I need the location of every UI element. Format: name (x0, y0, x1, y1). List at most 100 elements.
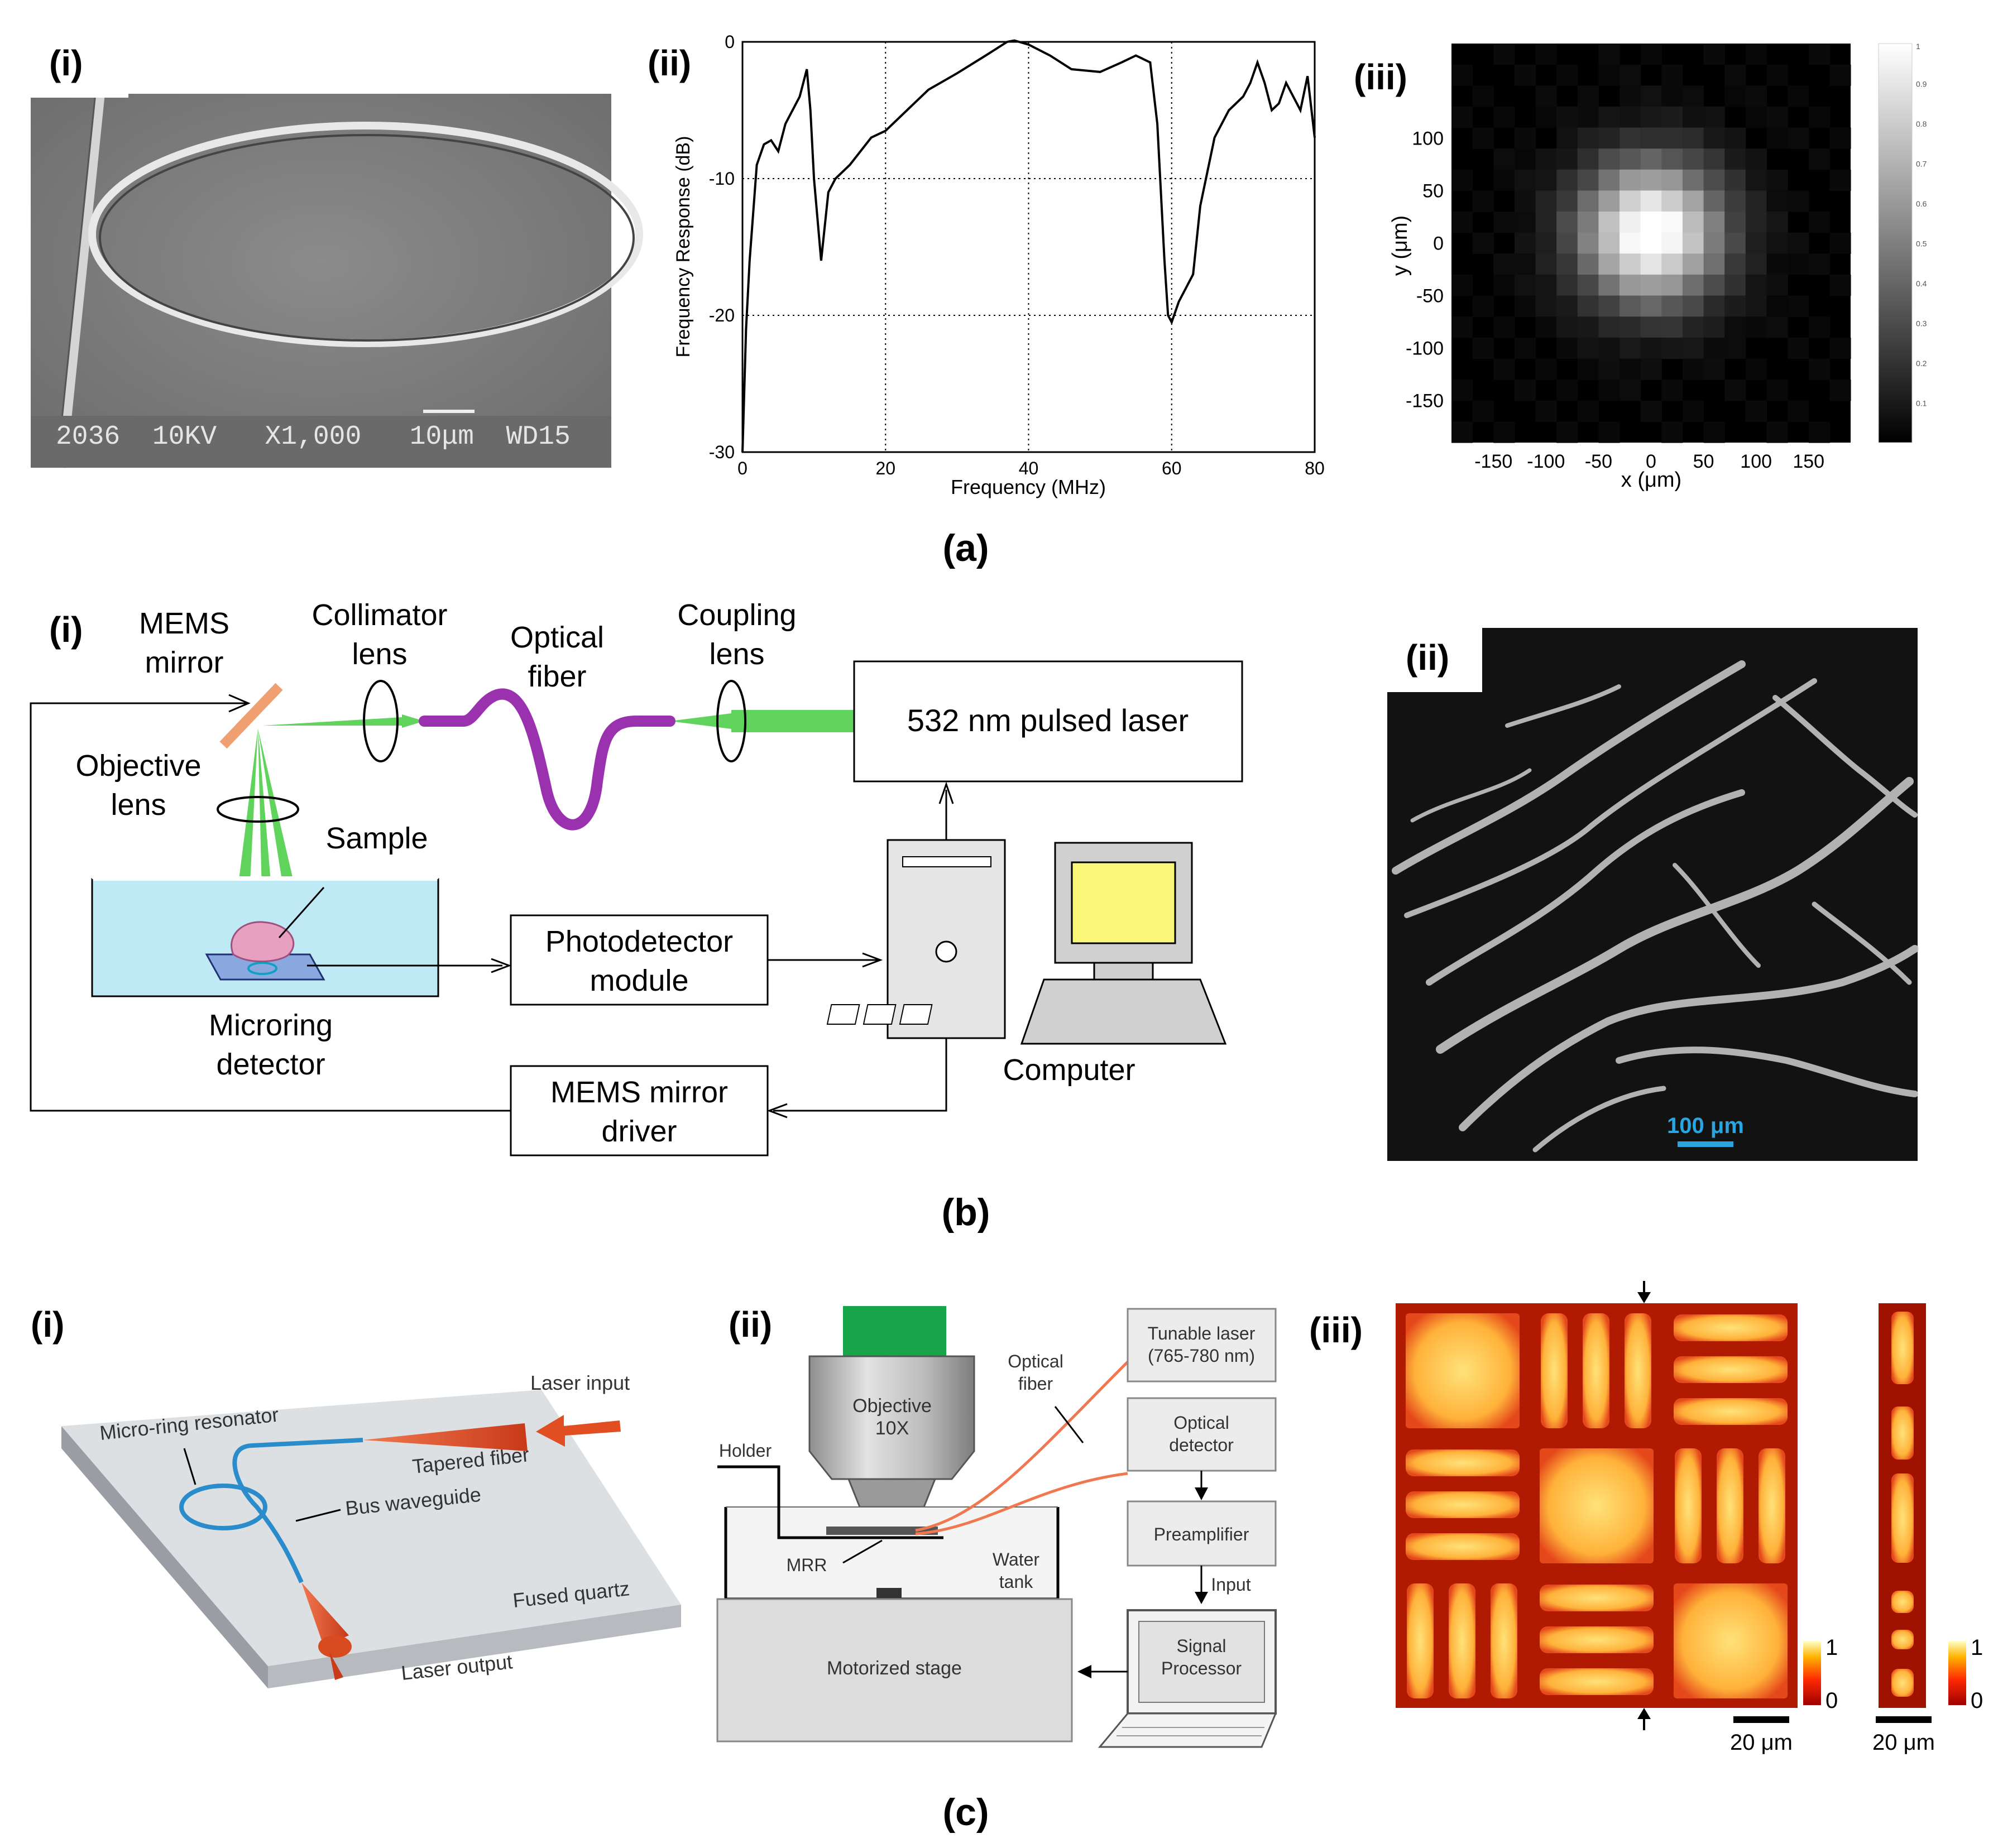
photodetector-box (510, 914, 769, 1006)
heatmap-cell (1682, 85, 1704, 107)
heatmap-cell (1451, 212, 1473, 233)
heatmap-cell (1808, 421, 1830, 443)
heatmap-cell (1703, 232, 1725, 254)
scale-label: 20 μm (1872, 1730, 1935, 1755)
heatmap-cell (1598, 106, 1620, 128)
x-tick-label: 0 (1646, 451, 1656, 472)
label-bg (1387, 628, 1482, 692)
heatmap-cell (1640, 295, 1662, 317)
y-axis-label: Frequency Response (dB) (673, 136, 694, 358)
heatmap-cell (1661, 127, 1683, 149)
heatmap-cell (1724, 148, 1746, 170)
heatmap-cell (1724, 380, 1746, 401)
colorbar-tick-label: 0.8 (1916, 119, 1927, 128)
heatmap-cell (1745, 232, 1767, 254)
heatmap-cell (1577, 127, 1599, 149)
heatmap-cell (1682, 148, 1704, 170)
laptop-display (1138, 1621, 1265, 1703)
heatmap-cell (1556, 190, 1578, 212)
monitor-screen (1071, 861, 1176, 944)
heatmap-cell (1808, 316, 1830, 338)
heatmap-cell (1451, 106, 1473, 128)
scale-bar (1733, 1716, 1789, 1723)
heatmap-cell (1703, 169, 1725, 191)
y-tick-label: -100 (1406, 338, 1444, 359)
heatmap-cell (1577, 232, 1599, 254)
heatmap-cell (1620, 85, 1641, 107)
target-bar (1540, 1585, 1654, 1611)
panel-label: (ii) (1406, 637, 1449, 678)
heatmap-cell (1703, 212, 1725, 233)
signal-label: Signal (1177, 1636, 1226, 1656)
panel-c-iii: (iii) 1 0 20 μm 1 0 20 μm (1309, 1281, 1983, 1755)
heatmap-cell (1640, 400, 1662, 422)
heatmap-cell (1640, 232, 1662, 254)
heatmap-cell (1620, 253, 1641, 275)
heatmap-cell (1472, 232, 1494, 254)
heatmap-cell (1745, 106, 1767, 128)
heatmap-cell (1808, 212, 1830, 233)
green-beam (670, 713, 731, 729)
heatmap-cell (1620, 316, 1641, 338)
sem-info-text: 2036 10KV X1,000 10μm WD15 (56, 422, 571, 452)
heatmap-cell (1451, 380, 1473, 401)
pointer (295, 1509, 341, 1522)
panel-label: (ii) (648, 43, 691, 83)
target-bar (1540, 1626, 1654, 1653)
tunable-label: Tunable laser (1148, 1323, 1256, 1343)
heatmap-cell (1598, 44, 1620, 65)
heatmap-cell (1535, 85, 1557, 107)
heatmap-cell (1598, 421, 1620, 443)
heatmap-cell (1556, 127, 1578, 149)
x-tick-label: 50 (1693, 451, 1714, 472)
heatmap-cell (1535, 212, 1557, 233)
heatmap-cell (1493, 169, 1515, 191)
heatmap-cell (1577, 316, 1599, 338)
key (826, 1004, 860, 1025)
heatmap-cell (1766, 106, 1788, 128)
heatmap-cell (1556, 148, 1578, 170)
mrr-label: MRR (787, 1555, 827, 1575)
sem-microring (88, 122, 643, 347)
heatmap-cell (1829, 337, 1851, 359)
target-bar (1674, 1356, 1788, 1383)
arrow (1077, 1665, 1091, 1678)
heatmap-cell (1766, 421, 1788, 443)
colorbar-tick-label: 0.2 (1916, 359, 1927, 368)
heatmap-cell (1745, 253, 1767, 275)
colorbar-tick-label: 1 (1916, 42, 1920, 51)
heatmap-cell (1577, 358, 1599, 380)
target-bar (1625, 1313, 1651, 1428)
sample-pointer (278, 887, 325, 938)
laser-box (853, 660, 1243, 783)
coupling-label: Coupling (677, 598, 796, 632)
heatmap-cell (1577, 337, 1599, 359)
y-tick-label: 0 (725, 32, 735, 52)
heatmap-cell (1620, 337, 1641, 359)
x-tick-label: 60 (1162, 458, 1182, 478)
mems-mirror-label: mirror (145, 646, 224, 679)
heatmap-cell (1493, 421, 1515, 443)
label-bg (31, 31, 128, 98)
heatmap-cell (1682, 232, 1704, 254)
tunable-label: (765-780 nm) (1148, 1346, 1255, 1366)
heatmap-cell (1788, 253, 1809, 275)
heatmap-cell (1766, 253, 1788, 275)
target-bar (1675, 1448, 1702, 1563)
panel-label: (iii) (1354, 57, 1407, 97)
optical-fiber-wire (915, 1472, 1128, 1535)
laser-label: 532 nm pulsed laser (907, 703, 1189, 738)
heatmap-cell (1640, 169, 1662, 191)
heatmap-cell (1514, 380, 1536, 401)
resolution-target-pattern (1406, 1313, 1788, 1698)
driver-wire (773, 1038, 947, 1112)
pointer (842, 1539, 883, 1564)
heatmap-cell (1598, 337, 1620, 359)
heatmap-cell (1829, 380, 1851, 401)
target-bar (1491, 1583, 1517, 1698)
objective-lens-icon (217, 796, 299, 823)
photodetector-label: Photodetector (545, 925, 733, 958)
target-bar (1759, 1448, 1785, 1563)
holder-label: Holder (719, 1441, 772, 1461)
heatmap-cell (1788, 295, 1809, 317)
